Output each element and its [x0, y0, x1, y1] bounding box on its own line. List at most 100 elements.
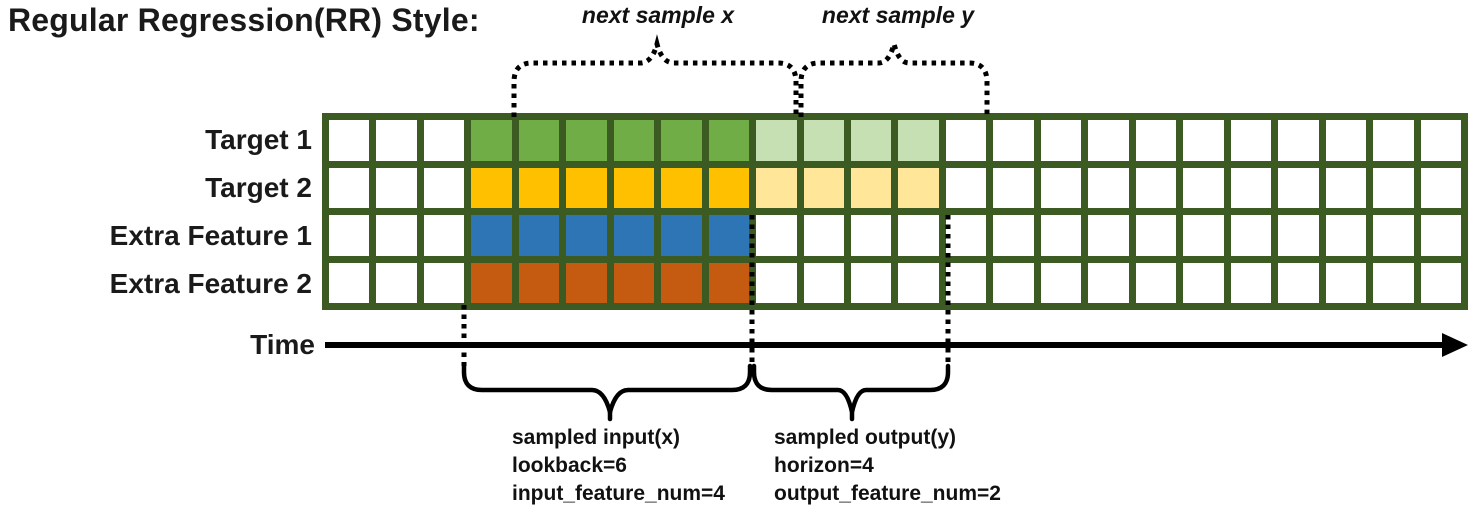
grid-cell — [423, 167, 465, 208]
grid-cell — [945, 215, 987, 256]
grid-cell — [376, 215, 417, 256]
grid-cell — [851, 215, 892, 256]
grid-cell — [518, 215, 560, 256]
grid-cell — [1230, 215, 1272, 256]
grid-cell — [993, 215, 1034, 256]
grid-cell — [756, 262, 797, 303]
grid-cell — [1325, 262, 1367, 303]
grid-cell — [613, 215, 655, 256]
grid-cell — [1183, 215, 1224, 256]
grid-cell — [803, 215, 845, 256]
grid-cell — [1088, 215, 1129, 256]
sampled-output-title: sampled output(y) — [774, 426, 956, 449]
diagram-title: Regular Regression(RR) Style: — [8, 2, 480, 38]
grid-cell — [1135, 167, 1177, 208]
sampling-grid — [322, 113, 1468, 310]
grid-cell — [1088, 120, 1129, 161]
grid-cell — [1420, 167, 1461, 208]
grid-cell — [898, 120, 939, 161]
grid-cell — [1088, 167, 1129, 208]
next-sample-x-label: next sample x — [581, 2, 735, 28]
grid-cell — [518, 167, 560, 208]
next-sample-y-brace — [798, 34, 990, 117]
grid-cell — [613, 120, 655, 161]
grid-cell — [851, 262, 892, 303]
time-axis-label: Time — [250, 329, 315, 360]
row-label-extra-feature-1: Extra Feature 1 — [109, 220, 312, 251]
grid-cell — [1183, 262, 1224, 303]
row-label-extra-feature-2: Extra Feature 2 — [109, 268, 312, 299]
grid-cell — [423, 120, 465, 161]
grid-cell — [993, 262, 1034, 303]
grid-cell — [851, 167, 892, 208]
grid-cell — [661, 262, 702, 303]
grid-cell — [518, 262, 560, 303]
grid-cell — [756, 215, 797, 256]
grid-cell — [1278, 167, 1319, 208]
next-sample-x-brace — [511, 34, 799, 117]
grid-cell — [1373, 215, 1414, 256]
grid-cell — [993, 120, 1034, 161]
time-arrow-head — [1442, 333, 1468, 357]
sampled-input-note: sampled input(x) lookback=6 input_featur… — [512, 424, 725, 508]
grid-cell — [1135, 215, 1177, 256]
grid-cell — [1373, 167, 1414, 208]
grid-cell — [1040, 262, 1082, 303]
grid-cell — [1088, 262, 1129, 303]
grid-cell — [1420, 120, 1461, 161]
lookback-value: lookback=6 — [512, 454, 627, 477]
grid-cell — [613, 262, 655, 303]
grid-cell — [1420, 215, 1461, 256]
grid-cell — [423, 215, 465, 256]
grid-cell — [613, 167, 655, 208]
grid-cell — [851, 120, 892, 161]
grid-cell — [566, 262, 607, 303]
grid-cell — [1135, 262, 1177, 303]
sampled-input-title: sampled input(x) — [512, 426, 681, 449]
grid-cell — [898, 167, 939, 208]
grid-cell — [423, 262, 465, 303]
grid-cell — [1325, 120, 1367, 161]
grid-cell — [708, 215, 750, 256]
grid-cell — [329, 215, 370, 256]
grid-cell — [1373, 262, 1414, 303]
grid-cell — [661, 120, 702, 161]
grid-cell — [898, 262, 939, 303]
grid-cell — [708, 167, 750, 208]
grid-cell — [945, 262, 987, 303]
grid-cell — [1420, 262, 1461, 303]
next-sample-y-label: next sample y — [821, 2, 975, 28]
grid-cell — [376, 167, 417, 208]
sampled-input-brace — [461, 363, 753, 421]
grid-cell — [898, 215, 939, 256]
grid-cell — [1183, 167, 1224, 208]
grid-cell — [756, 120, 797, 161]
grid-cell — [1183, 120, 1224, 161]
grid-cell — [661, 215, 702, 256]
grid-cell — [1230, 167, 1272, 208]
grid-cell — [661, 167, 702, 208]
grid-cell — [376, 262, 417, 303]
grid-cell — [1135, 120, 1177, 161]
grid-cell — [1325, 215, 1367, 256]
grid-cell — [803, 167, 845, 208]
grid-cell — [566, 167, 607, 208]
grid-cell — [1230, 120, 1272, 161]
grid-cell — [945, 167, 987, 208]
input-feature-num-value: input_feature_num=4 — [512, 482, 725, 505]
grid-cell — [329, 262, 370, 303]
grid-cell — [1278, 262, 1319, 303]
sampled-output-note: sampled output(y) horizon=4 output_featu… — [774, 424, 1001, 508]
grid-cell — [756, 167, 797, 208]
output-feature-num-value: output_feature_num=2 — [774, 482, 1001, 505]
grid-cell — [993, 167, 1034, 208]
grid-cell — [1278, 120, 1319, 161]
grid-cell — [803, 262, 845, 303]
horizon-value: horizon=4 — [774, 454, 874, 477]
grid-cell — [329, 167, 370, 208]
row-label-target-1: Target 1 — [205, 124, 312, 155]
grid-cell — [708, 262, 750, 303]
grid-cell — [1278, 215, 1319, 256]
grid-cell — [329, 120, 370, 161]
